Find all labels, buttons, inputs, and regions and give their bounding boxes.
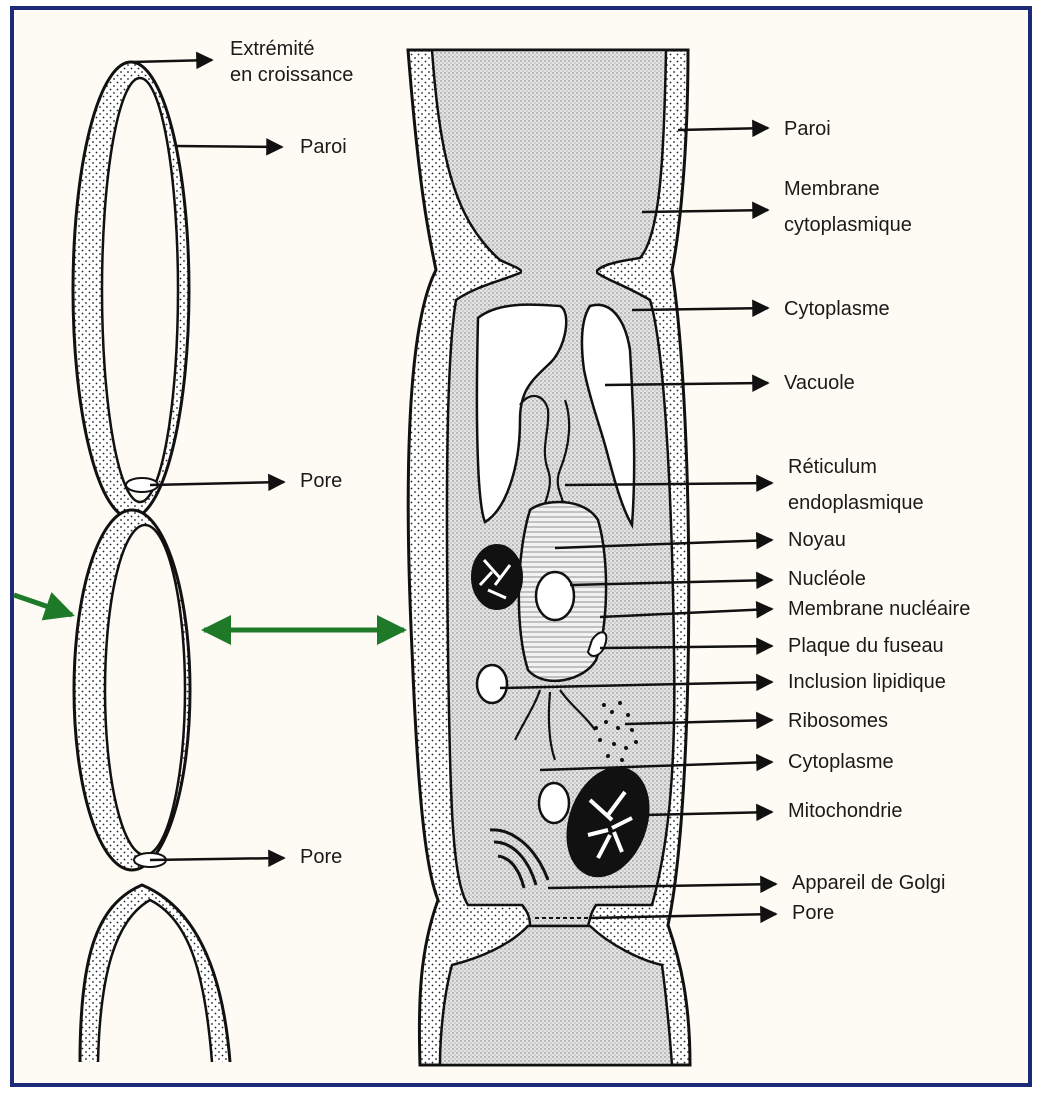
lipid-inclusion-2 [539,783,569,823]
label-lipid-inclusion: Inclusion lipidique [788,671,946,694]
green-arrow-icon [14,595,72,615]
hypha-cell-bottom [80,885,230,1062]
enlarged-cell [408,50,690,1065]
label-nucleus: Noyau [788,529,846,552]
label-growing-tip-2: en croissance [230,64,353,87]
label-vacuole: Vacuole [784,372,855,395]
label-wall-right: Paroi [784,118,831,141]
zoom-indicator [14,595,404,630]
hypha-cell-top [73,62,189,518]
label-mitochondrion: Mitochondrie [788,800,903,823]
label-nucleolus: Nucléole [788,568,866,591]
label-pore-bottom: Pore [300,846,342,869]
arrow-right-icon [150,858,284,860]
arrow-right-icon [678,128,768,130]
label-growing-tip-1: Extrémité [230,38,314,61]
label-pore-right: Pore [792,902,834,925]
arrow-right-icon [150,482,284,485]
label-spindle-plate: Plaque du fuseau [788,635,944,658]
left-hypha [73,62,230,1062]
lipid-inclusion [477,665,507,703]
mitochondrion-small [472,545,522,609]
label-golgi: Appareil de Golgi [792,872,945,895]
label-cytoplasm-bottom: Cytoplasme [788,751,894,774]
hypha-cell-middle [74,510,190,870]
label-ribosomes: Ribosomes [788,710,888,733]
label-wall-left: Paroi [300,136,347,159]
arrow-right-icon [175,146,282,147]
label-pore-top: Pore [300,470,342,493]
arrow-right-icon [132,60,212,62]
label-nuclear-membrane: Membrane nucléaire [788,598,970,621]
label-cyto-membrane-1: Membrane [784,178,880,201]
label-er-1: Réticulum [788,456,877,479]
label-cytoplasm-top: Cytoplasme [784,298,890,321]
label-er-2: endoplasmique [788,492,924,515]
nucleolus [536,572,574,620]
label-cyto-membrane-2: cytoplasmique [784,214,912,237]
